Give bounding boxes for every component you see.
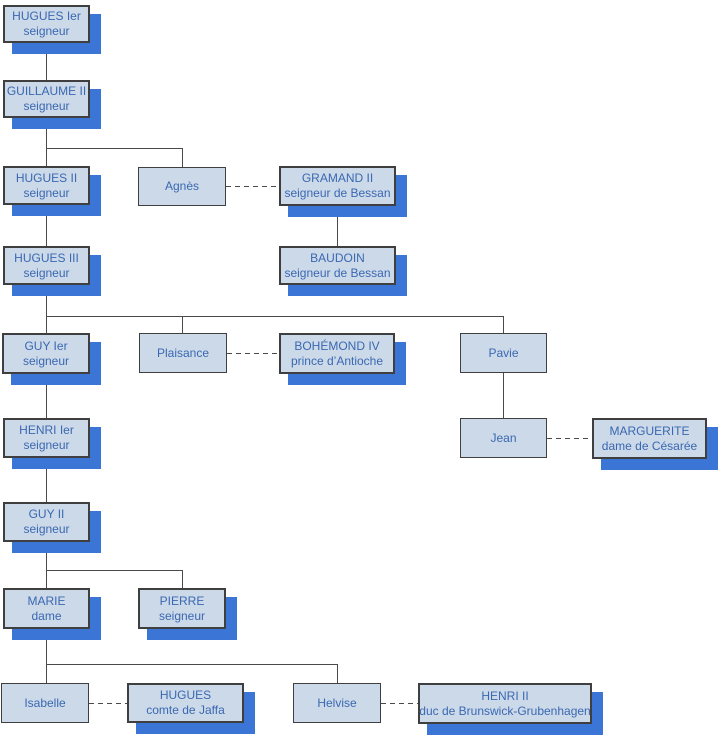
person-node-agnes[interactable]: Agnès	[138, 167, 226, 206]
person-title: seigneur de Bessan	[284, 186, 391, 200]
descent-line	[182, 570, 183, 588]
person-title: seigneur	[23, 24, 70, 38]
person-name: GUILLAUME II	[6, 84, 87, 98]
person-title: prince d’Antioche	[290, 353, 384, 368]
person-name: Agnès	[164, 179, 200, 193]
descent-line	[46, 316, 504, 317]
descent-line	[46, 542, 47, 588]
person-name: GRAMAND II	[301, 171, 374, 185]
person-title: seigneur	[23, 522, 70, 536]
person-title: seigneur	[22, 353, 70, 368]
person-name: HUGUES Ier	[12, 9, 81, 23]
person-name: Isabelle	[24, 695, 66, 710]
person-title: dame de Césarée	[601, 438, 698, 453]
descent-line	[337, 664, 338, 683]
descent-line	[503, 373, 504, 418]
descent-line	[46, 629, 47, 683]
person-title: comte de Jaffa	[146, 703, 225, 717]
person-name: Plaisance	[156, 345, 210, 360]
descent-line	[182, 148, 183, 167]
descent-line	[46, 117, 47, 166]
person-name: HENRI II	[481, 688, 529, 703]
descent-line	[182, 316, 183, 333]
person-node-pavie[interactable]: Pavie	[460, 333, 547, 373]
descent-line	[46, 664, 338, 665]
marriage-dashed-line	[227, 353, 279, 354]
descent-line	[337, 206, 338, 246]
person-title: seigneur	[23, 99, 70, 113]
person-name: BAUDOIN	[310, 250, 365, 265]
person-node-isabelle[interactable]: Isabelle	[1, 683, 89, 723]
person-title: dame	[31, 608, 62, 623]
descent-line	[503, 316, 504, 333]
person-name: BOHÉMOND IV	[294, 338, 380, 353]
person-title: seigneur de Bessan	[284, 265, 391, 280]
person-name: HUGUES II	[15, 170, 78, 185]
person-name: GUY II	[28, 507, 65, 521]
person-name: PIERRE	[159, 593, 205, 608]
marriage-dashed-line	[547, 438, 592, 439]
marriage-dashed-line	[381, 703, 418, 704]
person-name: MARIE	[27, 593, 66, 608]
person-title: seigneur	[23, 185, 70, 200]
person-title: seigneur	[23, 265, 70, 280]
person-node-jean[interactable]: Jean	[460, 418, 547, 458]
person-name: Jean	[490, 430, 517, 445]
descent-line	[46, 205, 47, 246]
person-title: seigneur	[158, 608, 206, 623]
person-name: GUY Ier	[24, 338, 68, 353]
marriage-dashed-line	[89, 703, 127, 704]
person-name: HUGUES III	[14, 250, 79, 265]
descent-line	[46, 570, 183, 571]
person-name: HUGUES	[159, 688, 212, 702]
descent-line	[46, 285, 47, 333]
person-node-plaisance[interactable]: Plaisance	[139, 333, 227, 373]
marriage-dashed-line	[226, 186, 279, 187]
person-name: MARGUERITE	[609, 423, 690, 438]
person-title: duc de Brunswick-Grubenhagen	[419, 703, 591, 718]
person-node-helvise[interactable]: Helvise	[293, 683, 381, 723]
person-name: Pavie	[488, 345, 519, 360]
descent-line	[46, 458, 47, 502]
descent-line	[46, 42, 47, 80]
descent-line	[46, 148, 183, 149]
person-title: seigneur	[23, 438, 70, 452]
person-name: Helvise	[317, 695, 357, 710]
person-name: HENRI Ier	[19, 423, 74, 437]
descent-line	[46, 374, 47, 418]
